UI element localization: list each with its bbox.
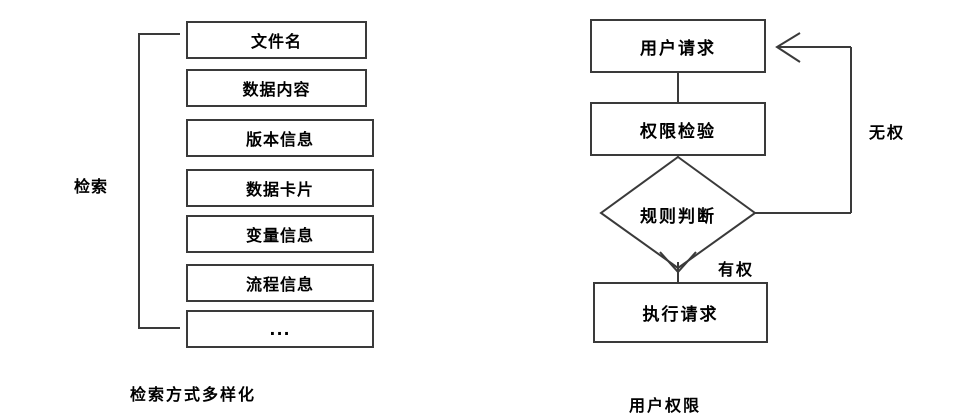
flow-node-user-request[interactable]: 用户请求: [590, 19, 766, 73]
edge-label-has-permission: 有权: [718, 260, 755, 279]
flow-node-label: 权限检验: [640, 121, 716, 142]
right-figure-caption: 用户权限: [629, 396, 702, 415]
edge-label-no-permission: 无权: [869, 123, 906, 142]
grouping-bracket-bottom-arm: [138, 327, 180, 329]
grouping-bracket-top-arm: [138, 33, 180, 35]
retrieval-side-label: 检索: [74, 177, 109, 196]
grouping-bracket-vertical: [138, 33, 140, 329]
flow-node-label: 规则判断: [640, 207, 716, 227]
flow-node-label: 执行请求: [642, 305, 719, 325]
left-figure-caption: 检索方式多样化: [130, 385, 257, 404]
flow-node-execute-request[interactable]: 执行请求: [593, 282, 768, 343]
flow-node-label: 用户请求: [640, 38, 716, 59]
flow-node-rule-decision[interactable]: 规则判断: [618, 202, 738, 227]
flow-node-permission-check[interactable]: 权限检验: [590, 102, 766, 156]
retrieval-item-ellipsis[interactable]: ...: [186, 310, 374, 348]
